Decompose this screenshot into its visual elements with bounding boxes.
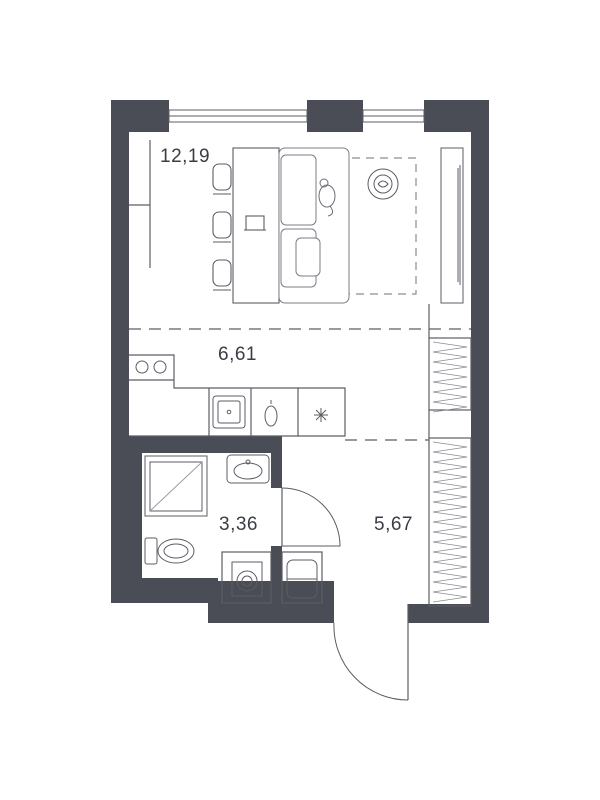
- faucet-icon: [264, 400, 278, 427]
- kitchen-appliances: [135, 360, 328, 429]
- wall-bath-bottom: [142, 578, 218, 582]
- wall-bath-left: [129, 453, 142, 581]
- fridge-icon: [314, 408, 328, 422]
- walls: [111, 100, 489, 623]
- stove-icon: [135, 360, 167, 374]
- sofa: [278, 147, 350, 304]
- wall-top-mid: [307, 100, 363, 132]
- hatch-stroke: [432, 451, 468, 463]
- bathroom-sink-icon: [226, 454, 270, 484]
- hatch-stroke: [432, 531, 468, 543]
- hatch-stroke: [432, 521, 468, 533]
- hatch-stroke: [432, 501, 468, 513]
- hatch-stroke: [432, 381, 468, 393]
- chair: [212, 163, 232, 195]
- hatch-stroke: [432, 511, 468, 523]
- hatch-stroke: [432, 491, 468, 503]
- hatch-stroke: [432, 541, 468, 553]
- cat-icon: [318, 178, 336, 217]
- wall-bath-top: [129, 436, 280, 453]
- bathroom-door-swing: [281, 487, 341, 547]
- shower: [144, 455, 208, 517]
- hatch-stroke: [432, 551, 468, 563]
- tv-unit: [440, 147, 464, 304]
- interior-lines: [129, 140, 472, 700]
- hatch-stroke: [432, 461, 468, 473]
- toilet-icon: [144, 537, 195, 565]
- sink-icon: [212, 395, 246, 429]
- wall-right: [471, 100, 489, 623]
- pouf: [286, 559, 318, 599]
- room-area-bathroom: 3,36: [219, 514, 258, 535]
- room-area-living: 12,19: [160, 146, 211, 167]
- hatch-stroke: [432, 351, 468, 363]
- wall-bath-right: [271, 436, 282, 488]
- wall-left: [111, 100, 129, 603]
- windows: [168, 109, 425, 123]
- hatch-stroke: [432, 571, 468, 583]
- dashed-separators: [129, 157, 471, 441]
- hatch-stroke: [432, 481, 468, 493]
- entrance-door-swing: [333, 622, 409, 701]
- hatch-stroke: [432, 361, 468, 373]
- wall-bottom-left: [111, 581, 208, 603]
- hatch-stroke: [432, 401, 468, 413]
- hatch-stroke: [432, 341, 468, 353]
- hatch-stroke: [432, 391, 468, 403]
- wall-bottom-right: [408, 604, 489, 623]
- washing-machine-icon: [231, 561, 263, 597]
- robot-vacuum-icon: [367, 168, 399, 200]
- hatch-stroke: [432, 371, 468, 383]
- hatch-stroke: [432, 591, 468, 603]
- rug: [295, 157, 417, 295]
- chair: [212, 211, 232, 243]
- door-swings: [281, 487, 409, 701]
- hatch-stroke: [432, 581, 468, 593]
- hatch-stroke: [432, 561, 468, 573]
- room-area-kitchen: 6,61: [218, 344, 257, 365]
- chair: [212, 259, 232, 291]
- room-area-hallway: 5,67: [374, 514, 413, 535]
- dining-area: [212, 147, 280, 304]
- wall-bath-right-low: [271, 546, 282, 604]
- wardrobe-top-hatching: [432, 341, 468, 413]
- hatch-stroke: [432, 471, 468, 483]
- wardrobe-bottom-hatching: [432, 441, 468, 603]
- laptop-icon: [245, 215, 265, 231]
- hatch-stroke: [432, 441, 468, 453]
